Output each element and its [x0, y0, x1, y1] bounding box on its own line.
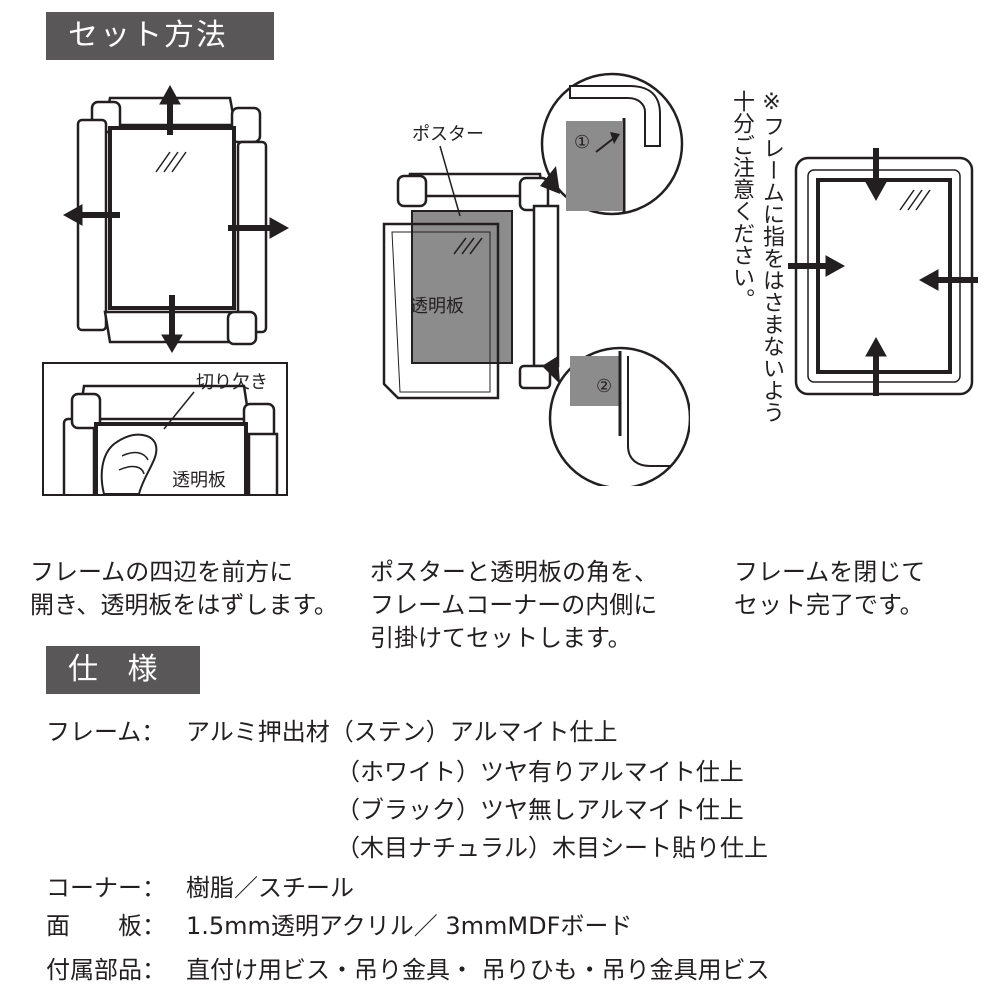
set-method-header: セット方法: [46, 12, 274, 60]
spec-corner-row: コーナー： 樹脂／スチール: [46, 868, 946, 904]
spec-corner-value: 樹脂／スチール: [186, 874, 354, 902]
cutout-detail-inset: 切り欠き 透明板: [42, 362, 288, 496]
step-caption-2: ポスターと透明板の角を、 フレームコーナーの内側に 引掛けてセットします。: [370, 558, 658, 652]
spec-parts-value: 直付け用ビス・吊り金具・ 吊りひも・吊り金具用ビス: [186, 956, 770, 984]
poster-insertion-illustration: ポスター 透明板 ① ②: [382, 72, 690, 486]
spec-header: 仕 様: [46, 646, 200, 694]
spec-frame-value-2: （ホワイト）ツヤ有りアルマイト仕上: [336, 758, 744, 786]
step2-label: ②: [596, 376, 612, 397]
poster-label: ポスター: [412, 124, 484, 145]
open-frame-illustration: [62, 84, 290, 353]
spec-frame-label: フレーム：: [46, 718, 166, 746]
caution-note: ※フレームに指をはさまないよう 十分ご注意ください。: [729, 90, 784, 423]
spec-parts-row: 付属部品： 直付け用ビス・吊り金具・ 吊りひも・吊り金具用ビス: [46, 950, 946, 986]
spec-corner-label: コーナー：: [46, 874, 166, 902]
step1-label: ①: [574, 132, 590, 153]
spec-frame-row: フレーム： アルミ押出材（ステン）アルマイト仕上: [46, 712, 946, 748]
closed-frame-illustration: [788, 148, 978, 396]
step-caption-1: フレームの四辺を前方に 開き、透明板をはずします。: [30, 558, 338, 619]
spec-panel-row: 面 板： 1.5mm透明アクリル／ 3mmMDFボード: [46, 906, 946, 942]
clear-panel-label: 透明板: [410, 296, 464, 317]
step-caption-3: フレームを閉じて セット完了です。: [734, 558, 926, 619]
spec-frame-value-4: （木目ナチュラル）木目シート貼り仕上: [336, 834, 768, 862]
spec-frame-value-1: アルミ押出材（ステン）アルマイト仕上: [186, 718, 618, 746]
spec-frame-value-3: （ブラック）ツヤ無しアルマイト仕上: [336, 796, 744, 824]
cutout-label: 切り欠き: [196, 372, 268, 393]
spec-panel-label: 面 板：: [46, 912, 166, 940]
spec-parts-label: 付属部品：: [46, 956, 166, 984]
spec-panel-value: 1.5mm透明アクリル／ 3mmMDFボード: [186, 912, 633, 940]
inset-clear-panel-label: 透明板: [172, 470, 226, 491]
